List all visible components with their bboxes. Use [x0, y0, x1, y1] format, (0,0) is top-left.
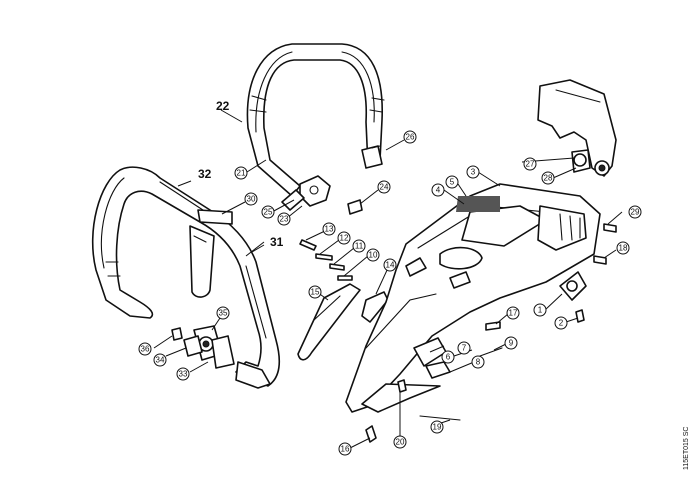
- callout-17: 17: [506, 306, 520, 320]
- callout-label: 6: [446, 353, 451, 362]
- callout-35: 35: [216, 306, 230, 320]
- callout-3: 3: [466, 165, 480, 179]
- right-mount-parts: [365, 223, 617, 443]
- assembly-label-22: 22: [216, 99, 230, 113]
- callout-4: 4: [431, 183, 445, 197]
- callout-label: 18: [619, 244, 628, 253]
- callout-label: 2: [559, 319, 564, 328]
- callout-label: 12: [340, 234, 349, 243]
- callout-label: 25: [264, 208, 273, 217]
- callout-13: 13: [322, 222, 336, 236]
- callout-label: 9: [509, 339, 514, 348]
- callout-label: 23: [280, 215, 289, 224]
- callout-8: 8: [471, 355, 485, 369]
- callout-label: 21: [237, 169, 246, 178]
- callout-label: 33: [179, 370, 188, 379]
- assembly-label-31: 31: [270, 235, 284, 249]
- callout-label: 14: [386, 261, 395, 270]
- callout-15: 15: [308, 285, 322, 299]
- callout-33: 33: [176, 367, 190, 381]
- callout-label: 27: [526, 160, 535, 169]
- callout-2: 2: [554, 316, 568, 330]
- callout-7: 7: [457, 341, 471, 355]
- callout-9: 9: [504, 336, 518, 350]
- drawing-code: 115ET015 SC: [683, 427, 690, 470]
- callout-36: 36: [138, 342, 152, 356]
- callout-19: 19: [430, 420, 444, 434]
- callout-20: 20: [393, 435, 407, 449]
- side-strips: [297, 283, 389, 361]
- rear-handle-bar: [246, 43, 385, 207]
- callout-label: 19: [433, 423, 442, 432]
- callout-29: 29: [628, 205, 642, 219]
- callout-18: 18: [616, 241, 630, 255]
- callout-11: 11: [352, 239, 366, 253]
- front-handle-mount: [171, 325, 235, 369]
- callout-28: 28: [541, 171, 555, 185]
- callout-label: 13: [325, 225, 334, 234]
- callout-16: 16: [338, 442, 352, 456]
- callout-label: 34: [156, 356, 165, 365]
- callout-label: 30: [247, 195, 256, 204]
- callout-1: 1: [533, 303, 547, 317]
- callout-label: 20: [396, 438, 405, 447]
- callout-26: 26: [403, 130, 417, 144]
- callout-label: 8: [476, 358, 481, 367]
- callout-label: 35: [219, 309, 228, 318]
- rear-guard: [537, 79, 617, 177]
- callout-21: 21: [234, 166, 248, 180]
- callout-label: 5: [450, 178, 455, 187]
- callout-27: 27: [523, 157, 537, 171]
- handle-housing: [345, 183, 601, 413]
- callout-label: 26: [406, 133, 415, 142]
- callout-label: 17: [509, 309, 518, 318]
- callout-label: 11: [355, 242, 364, 251]
- callout-label: 10: [369, 251, 378, 260]
- callout-25: 25: [261, 205, 275, 219]
- callout-label: 29: [631, 208, 640, 217]
- callout-label: 36: [141, 345, 150, 354]
- callout-label: 15: [311, 288, 320, 297]
- callout-label: 3: [471, 168, 476, 177]
- assembly-label-32: 32: [198, 167, 212, 181]
- callout-30: 30: [244, 192, 258, 206]
- callout-label: 4: [436, 186, 441, 195]
- callout-24: 24: [377, 180, 391, 194]
- callout-23: 23: [277, 212, 291, 226]
- callout-label: 24: [380, 183, 389, 192]
- front-handle-bar: [92, 166, 281, 389]
- callout-12: 12: [337, 231, 351, 245]
- callout-5: 5: [445, 175, 459, 189]
- callout-6: 6: [441, 350, 455, 364]
- callout-14: 14: [383, 258, 397, 272]
- callout-label: 28: [544, 174, 553, 183]
- leader-lines: [153, 109, 623, 449]
- callout-label: 16: [341, 445, 350, 454]
- callout-label: 1: [538, 306, 543, 315]
- callout-34: 34: [153, 353, 167, 367]
- callout-10: 10: [366, 248, 380, 262]
- callout-label: 7: [462, 344, 467, 353]
